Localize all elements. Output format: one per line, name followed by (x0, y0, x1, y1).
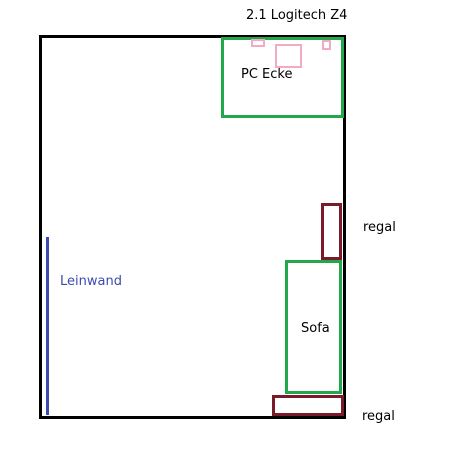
pc-corner-label: PC Ecke (241, 67, 293, 82)
pc-corner-area (221, 37, 344, 118)
shelf-right-label: regal (363, 220, 396, 235)
speaker-system-label: 2.1 Logitech Z4 (246, 8, 348, 23)
right-speaker-shape (322, 40, 331, 50)
screen-line (46, 237, 49, 415)
sofa-shape (285, 260, 342, 394)
subwoofer-shape (275, 44, 302, 68)
left-speaker-shape (251, 39, 265, 47)
room-outline (39, 35, 346, 419)
shelf-right-shape (321, 203, 342, 260)
screen-label: Leinwand (60, 274, 122, 289)
sofa-label: Sofa (301, 321, 330, 336)
shelf-bottom-shape (272, 395, 344, 416)
shelf-bottom-label: regal (362, 409, 395, 424)
